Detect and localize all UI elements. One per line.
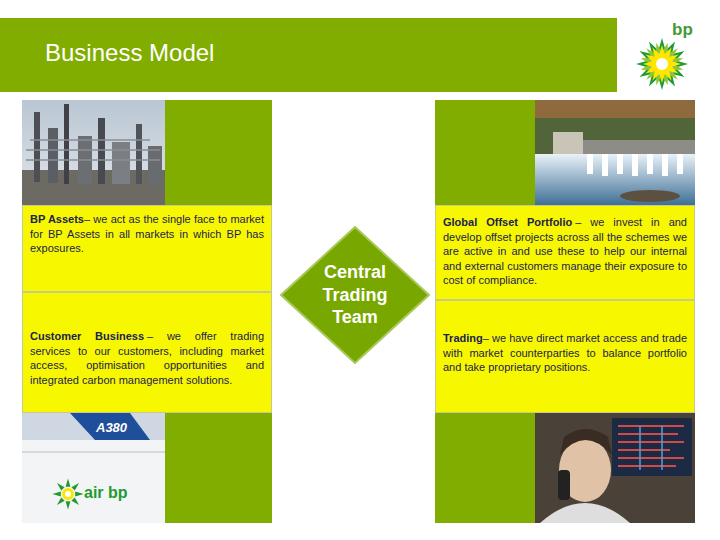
green-tile xyxy=(435,413,695,523)
autumn-trees xyxy=(535,100,695,118)
dam-photo xyxy=(435,100,695,205)
tower xyxy=(64,104,69,184)
tail-fin xyxy=(70,413,150,440)
description-panel: Global Offset Portfolio– we invest in an… xyxy=(435,205,695,300)
panel-heading: BP Assets xyxy=(30,213,84,225)
tower xyxy=(98,118,105,184)
panel-text: Trading– we have direct market access an… xyxy=(443,331,687,375)
airbp-logo xyxy=(52,478,83,509)
decision-diamond: Central Trading Team xyxy=(280,226,430,364)
rocks xyxy=(620,190,680,202)
outer-petals xyxy=(636,38,688,90)
tank xyxy=(148,146,162,184)
sky xyxy=(22,413,165,523)
airbp-wordmark: air bp xyxy=(84,484,128,502)
tank xyxy=(112,142,130,184)
inner-petals xyxy=(643,45,681,83)
hair xyxy=(560,429,612,455)
building xyxy=(553,132,583,154)
quote-columns xyxy=(640,426,662,470)
tower xyxy=(34,112,40,182)
node-label: Central Trading Team xyxy=(322,262,387,327)
panel-line xyxy=(22,452,165,453)
screen xyxy=(612,418,692,476)
spillway xyxy=(590,154,680,176)
helios-logo xyxy=(636,38,688,90)
river xyxy=(535,154,695,205)
description-panel: Customer Business– we offer trading serv… xyxy=(22,292,272,413)
trees xyxy=(535,100,695,205)
panel-heading: Global Offset Portfolio xyxy=(443,216,572,228)
aircraft-type: A380 xyxy=(96,420,127,435)
description-panel: BP Assets– we act as the single face to … xyxy=(22,205,272,292)
trader-photo xyxy=(435,413,695,523)
brand-wordmark: bp xyxy=(672,20,693,40)
logo-core xyxy=(652,54,672,74)
phone xyxy=(558,470,570,500)
panel-heading: Trading xyxy=(443,332,483,344)
green-tile xyxy=(435,100,695,205)
panel-text: BP Assets– we act as the single face to … xyxy=(30,212,264,256)
shirt xyxy=(540,503,630,523)
description-panel: Trading– we have direct market access an… xyxy=(435,300,695,413)
tower xyxy=(136,124,142,184)
desk-background xyxy=(535,413,695,523)
panel-text: Customer Business– we offer trading serv… xyxy=(30,329,264,387)
pipes xyxy=(26,140,160,160)
fuselage xyxy=(22,440,165,523)
sky xyxy=(22,100,165,205)
diamond-shape xyxy=(281,227,429,363)
refinery-photo xyxy=(22,100,272,205)
logo-center xyxy=(656,58,668,70)
green-tile xyxy=(22,100,272,205)
slide-title: Business Model xyxy=(45,39,214,67)
green-tile xyxy=(22,413,272,523)
ground xyxy=(22,170,165,205)
dam-wall xyxy=(583,140,695,154)
tower xyxy=(48,128,58,183)
mid-petals xyxy=(640,42,684,86)
diamond-text: Central Trading Team xyxy=(312,261,398,329)
quotes xyxy=(618,426,684,466)
airplane-photo xyxy=(22,413,272,523)
panel-heading: Customer Business xyxy=(30,330,144,342)
header-band xyxy=(0,18,617,92)
panel-text: Global Offset Portfolio– we invest in an… xyxy=(443,215,687,288)
